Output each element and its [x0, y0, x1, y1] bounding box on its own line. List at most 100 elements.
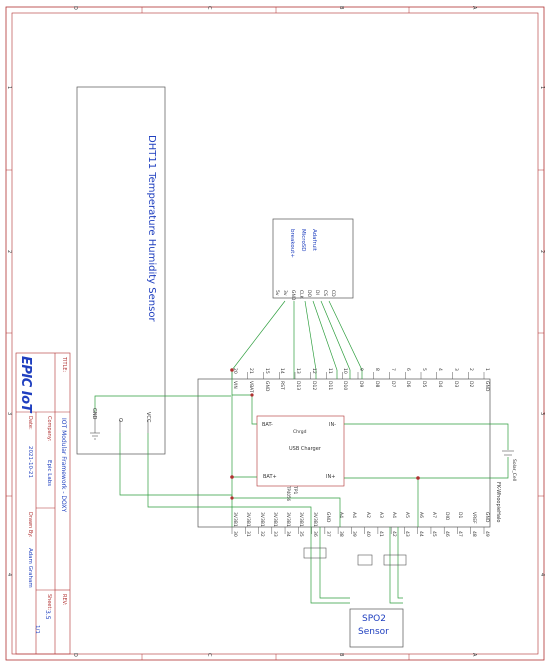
board-right-pin-name: 3V3B1 [298, 512, 304, 527]
sheet-label: Sheet: [46, 594, 52, 611]
board-outline [197, 378, 491, 528]
board-left-pin-name: RST [279, 381, 285, 390]
board-right-pin-number: 48 [470, 531, 476, 537]
dht11-gnd-symbol [90, 432, 100, 440]
board-right-pin-name: 3V3B1 [285, 512, 291, 527]
chrgd-label: Chrgd [293, 430, 307, 435]
tp4056-label: TP4056 [286, 486, 291, 502]
microsd-pin-label: DI [314, 290, 319, 295]
usb-charger-label: USB Charger [289, 446, 321, 452]
board-left-pin-number: 9 [358, 368, 363, 371]
dht11-leads [94, 412, 149, 433]
drawn-label: Drawn By: [27, 512, 33, 538]
frame-ticks [6, 7, 544, 660]
board-right-pin-number: 33 [271, 531, 277, 537]
title-label: TITLE: [61, 357, 67, 373]
frame-letter-top-2: C [206, 6, 212, 10]
board-right-pin-name: A4 [338, 512, 344, 518]
title-value: IOT Modular Framework - DOXY [60, 418, 67, 513]
board-right-pin-number: 44 [417, 531, 423, 537]
microsd-pin-label: CS [322, 290, 327, 296]
board-right-pin-name: D1 [457, 512, 463, 519]
frame-number-1: 1 [6, 86, 12, 90]
board-right-pin-name: GND [324, 512, 330, 523]
board-left-pin-number: 1 [484, 368, 489, 371]
board-right-pin-name: A4 [351, 512, 357, 518]
board-right-pin-number: 41 [377, 531, 383, 537]
junction-dots [230, 368, 420, 500]
tp1-label: TP1 [292, 486, 297, 495]
frame-number-right-3: 3 [539, 412, 545, 416]
board-left-pin-name: GND [263, 381, 269, 392]
board-left-pin-number: 21 [247, 368, 253, 374]
board-right-pin-number: 37 [324, 531, 330, 537]
board-left-pin-number: 2 [468, 368, 474, 371]
board-left-pin-number: 6 [405, 368, 411, 371]
board-left-pin-name: D13 [295, 381, 300, 391]
drawn-value: Adam Graham [27, 548, 33, 588]
in-plus-label: IN+ [326, 474, 336, 480]
bat-plus-label: BAT+ [263, 474, 277, 480]
frame-letter-bottom-2: C [206, 653, 212, 657]
dht11-box [76, 86, 166, 455]
microsd-pin-label: CLK [298, 290, 303, 299]
bat-minus-label: BAT- [262, 422, 273, 428]
board-left-pin-name: D3 [452, 381, 458, 388]
microsd-pin-label: GND [290, 290, 295, 301]
usb-charger-box [256, 415, 345, 487]
frame-letter-top-1: D [72, 6, 78, 10]
company-value: Epic Labs [46, 460, 52, 487]
wires [94, 300, 509, 604]
board-left-pin-name: D5 [421, 381, 426, 388]
rev-label: REV: [61, 594, 67, 606]
board-right-pin-number: 40 [364, 531, 370, 537]
frame-number-right-4: 4 [539, 573, 545, 577]
board-left-pin-name: D8 [373, 381, 379, 388]
microsd-pin-label: CD [330, 290, 335, 297]
board-right-pin-name: 3V3B1 [232, 512, 237, 527]
connector-c [303, 547, 327, 559]
board-right-pin-number: 45 [430, 531, 436, 537]
microsd-pin-label: 3v [282, 290, 287, 296]
board-right-pin-number: 32 [258, 531, 264, 537]
frame-letter-bottom-4: A [471, 653, 477, 657]
board-right-pin-number: 49 [484, 531, 489, 537]
board-left-pin-number: 5 [421, 368, 426, 371]
board-right-pin-name: A7 [430, 512, 436, 518]
date-label: Date: [27, 416, 33, 430]
board-name: FK-WhoopieHalo [495, 482, 501, 523]
frame-letter-top-4: A [471, 6, 477, 10]
board-left-pin-number: 10 [342, 368, 348, 374]
board-left-pin-number: 12 [310, 368, 316, 374]
board-left-pin-name: D10 [342, 381, 348, 391]
board-left-pin-number: 3 [452, 368, 458, 371]
board-left-pin-number: 7 [389, 368, 395, 371]
board-left-pin-number: 15 [263, 368, 269, 374]
frame-letter-bottom-3: B [338, 653, 344, 657]
microsd-box [272, 218, 354, 299]
connector-b [383, 554, 407, 566]
board-right-pin-name: A2 [364, 512, 370, 518]
microsd-title-2: MicroSD [300, 229, 306, 252]
frame-number-3: 3 [6, 412, 12, 416]
board-left-pin-name: D6 [405, 381, 411, 388]
board-right-pin-name: A5 [404, 512, 410, 518]
board-right-pin-stubs [231, 527, 485, 534]
frame-number-right-2: 2 [539, 250, 545, 254]
frame-letter-top-3: B [338, 6, 344, 10]
board-right-pin-name: A4 [391, 512, 397, 518]
board-right-pin-name: 3V3B1 [311, 512, 317, 527]
board-left-pin-number: 13 [295, 368, 300, 374]
board-left-pin-name: GND [484, 381, 489, 392]
frame-number-right-1: 1 [539, 86, 545, 90]
board-left-pin-name: D9 [358, 381, 363, 388]
spo2-label-1: SPO2 [362, 614, 386, 624]
board-left-pin-name: D11 [326, 381, 332, 391]
spo2-box [349, 608, 404, 648]
board-right-pin-number: 38 [338, 531, 344, 537]
solar-cell-symbol [502, 450, 514, 456]
epic-iot-logo: EPIC IoT [18, 356, 33, 412]
microsd-pin-label: 5v [274, 290, 279, 296]
